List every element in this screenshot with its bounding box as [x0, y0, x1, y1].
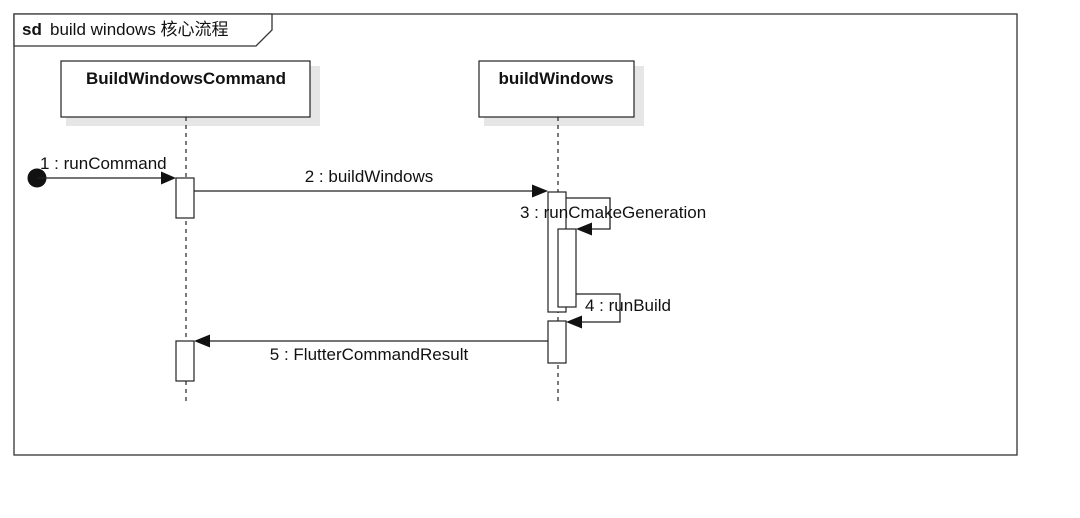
- message-label: 3 : runCmakeGeneration: [520, 203, 706, 222]
- message-4: 4 : runBuild: [566, 293, 671, 329]
- arrowhead: [532, 184, 548, 198]
- frame-title-tab: [13, 13, 273, 47]
- frame-title: build windows 核心流程: [50, 20, 229, 39]
- message-label: 2 : buildWindows: [305, 167, 434, 186]
- lifeline-head-buildwindows: [478, 60, 635, 118]
- lifeline-buildwindows: buildWindows: [478, 60, 644, 404]
- activation-bar: [547, 320, 567, 364]
- message-label: 1 : runCommand: [40, 154, 167, 173]
- arrowhead: [576, 222, 592, 236]
- activation-bar: [557, 228, 577, 308]
- message-label: 4 : runBuild: [585, 296, 671, 315]
- arrowhead: [566, 315, 582, 329]
- arrowhead: [194, 334, 210, 348]
- lifeline-name: BuildWindowsCommand: [86, 69, 286, 88]
- message-2: 2 : buildWindows: [194, 167, 548, 198]
- lifeline-name: buildWindows: [498, 69, 613, 88]
- diagram-frame: [13, 13, 1018, 456]
- activation-bar: [175, 340, 195, 382]
- message-3: 3 : runCmakeGeneration: [520, 197, 706, 236]
- arrowhead: [161, 171, 176, 185]
- frame-keyword: sd: [22, 20, 42, 39]
- activation-bar: [175, 177, 195, 219]
- message-5: 5 : FlutterCommandResult: [194, 334, 548, 364]
- message-1: 1 : runCommand: [27, 154, 176, 188]
- lifeline-buildwindowscommand: BuildWindowsCommand: [60, 60, 320, 404]
- message-label: 5 : FlutterCommandResult: [270, 345, 469, 364]
